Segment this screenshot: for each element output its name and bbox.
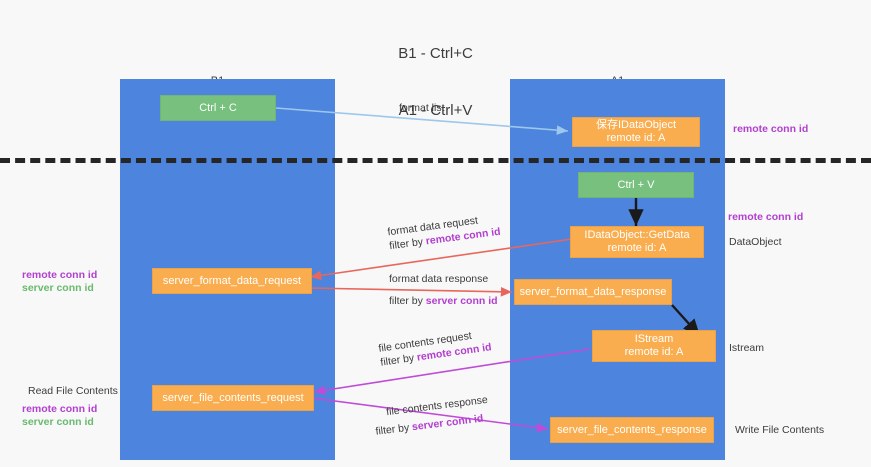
node-getdata-label: IDataObject::GetData — [584, 229, 690, 241]
node-idataobject-subtitle: remote id: A — [606, 132, 666, 144]
edge-label-format-data-response: format data response filter by server co… — [389, 272, 498, 308]
diagram-title-line1: B1 - Ctrl+C — [398, 45, 473, 62]
node-server-format-data-response[interactable]: server_format_data_response — [514, 279, 672, 305]
edge-label-format-data-request: format data request filter by remote con… — [387, 211, 502, 253]
left-label-server-conn-id-2: server conn id — [22, 416, 94, 428]
right-label-dataobject: DataObject — [729, 236, 782, 248]
node-ctrl-c[interactable]: Ctrl + C — [160, 95, 276, 121]
edge-label-format-data-response-text: format data response — [389, 273, 489, 285]
left-label-server-conn-id: server conn id — [22, 282, 94, 294]
node-idataobject-getdata[interactable]: IDataObject::GetData remote id: A — [570, 226, 704, 258]
edge-label-file-contents-response: file contents response filter by server … — [375, 393, 490, 438]
node-server-file-contents-response[interactable]: server_file_contents_response — [550, 417, 714, 443]
right-label-remote-conn-id-mid: remote conn id — [728, 211, 804, 223]
node-getdata-subtitle: remote id: A — [607, 242, 667, 254]
edge-label-format-list: format list — [399, 102, 445, 114]
edge-label-file-contents-response-filter-prefix: filter by — [374, 421, 413, 438]
node-istream[interactable]: IStream remote id: A — [592, 330, 716, 362]
edge-label-file-contents-request-filter-prefix: filter by — [379, 351, 418, 369]
node-ctrl-v[interactable]: Ctrl + V — [578, 172, 694, 198]
node-ctrl-v-label: Ctrl + V — [617, 178, 655, 191]
edge-label-format-data-response-filter-prefix: filter by — [389, 295, 426, 307]
node-server-file-contents-request-label: server_file_contents_request — [162, 391, 304, 404]
node-idataobject[interactable]: 保存IDataObject remote id: A — [572, 117, 700, 147]
left-label-remote-conn-id: remote conn id — [22, 269, 98, 281]
node-ctrl-c-label: Ctrl + C — [199, 101, 237, 114]
left-label-remote-conn-id-2: remote conn id — [22, 403, 98, 415]
edge-label-format-data-response-filter-key: server conn id — [425, 295, 498, 307]
section-divider — [0, 158, 871, 163]
right-label-istream: Istream — [729, 342, 765, 354]
node-server-file-contents-request[interactable]: server_file_contents_request — [152, 385, 314, 411]
left-label-read-file-contents: Read File Contents — [28, 385, 118, 397]
node-istream-label: IStream — [634, 333, 674, 345]
edge-label-format-data-request-filter-prefix: filter by — [388, 235, 427, 253]
edge-label-file-contents-response-filter-key: server conn id — [411, 412, 485, 434]
edge-label-file-contents-request: file contents request filter by remote c… — [378, 326, 493, 369]
node-server-format-data-request[interactable]: server_format_data_request — [152, 268, 312, 294]
node-server-format-data-request-label: server_format_data_request — [162, 274, 302, 287]
node-server-file-contents-response-label: server_file_contents_response — [557, 423, 707, 436]
right-label-remote-conn-id-top: remote conn id — [733, 123, 809, 135]
node-server-format-data-response-label: server_format_data_response — [519, 285, 667, 298]
node-idataobject-label: 保存IDataObject — [595, 119, 677, 131]
right-label-write-file-contents: Write File Contents — [735, 424, 825, 436]
node-istream-subtitle: remote id: A — [624, 346, 684, 358]
